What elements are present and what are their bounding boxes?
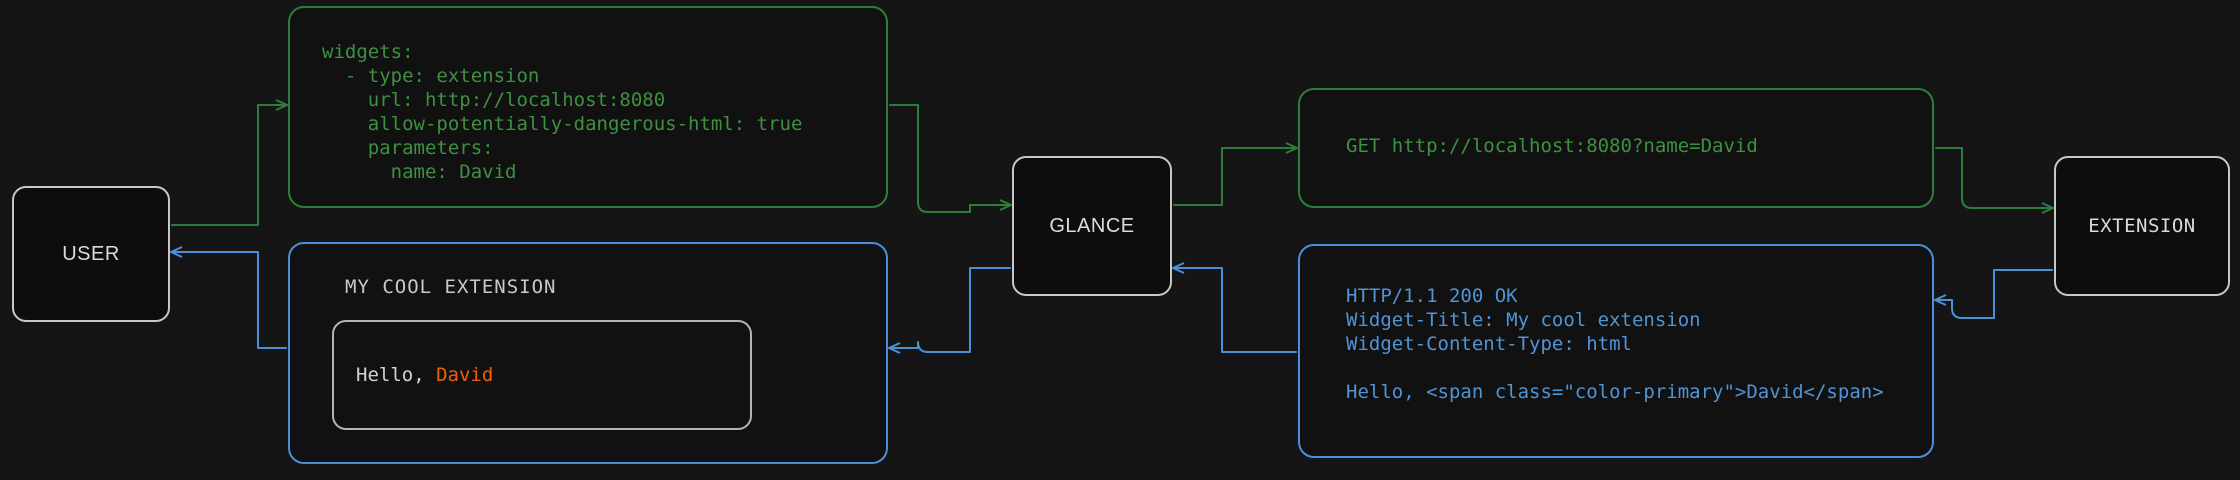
widget-body: Hello, David bbox=[356, 364, 493, 386]
yaml-config-text: widgets: - type: extension url: http://l… bbox=[322, 41, 803, 183]
http-response-text: HTTP/1.1 200 OK Widget-Title: My cool ex… bbox=[1346, 285, 1884, 403]
edge-yaml-to-glance bbox=[889, 104, 1010, 213]
edge-extension-to-response bbox=[1936, 269, 2053, 319]
widget-card: Hello, David bbox=[332, 320, 752, 430]
node-glance[interactable]: GLANCE bbox=[1012, 156, 1172, 296]
edge-user-to-yaml bbox=[171, 105, 286, 226]
edge-glance-to-request bbox=[1173, 148, 1296, 206]
node-extension-label: EXTENSION bbox=[2088, 215, 2196, 237]
widget-body-prefix: Hello, bbox=[356, 364, 437, 386]
edge-glance-to-widget bbox=[890, 267, 1011, 352]
edge-widget-to-user bbox=[172, 252, 287, 349]
panel-http-request: GET http://localhost:8080?name=David bbox=[1298, 88, 1934, 208]
node-extension[interactable]: EXTENSION bbox=[2054, 156, 2230, 296]
panel-rendered-widget: MY COOL EXTENSION Hello, David bbox=[288, 242, 888, 464]
widget-body-accent: David bbox=[436, 364, 494, 386]
edge-response-to-glance bbox=[1174, 268, 1297, 353]
node-glance-label: GLANCE bbox=[1049, 214, 1135, 237]
panel-yaml-config: widgets: - type: extension url: http://l… bbox=[288, 6, 888, 208]
widget-title: MY COOL EXTENSION bbox=[345, 276, 557, 298]
http-request-text: GET http://localhost:8080?name=David bbox=[1346, 135, 1758, 157]
node-user[interactable]: USER bbox=[12, 186, 170, 322]
node-user-label: USER bbox=[62, 242, 120, 265]
panel-http-response: HTTP/1.1 200 OK Widget-Title: My cool ex… bbox=[1298, 244, 1934, 458]
edge-request-to-extension bbox=[1935, 147, 2052, 208]
